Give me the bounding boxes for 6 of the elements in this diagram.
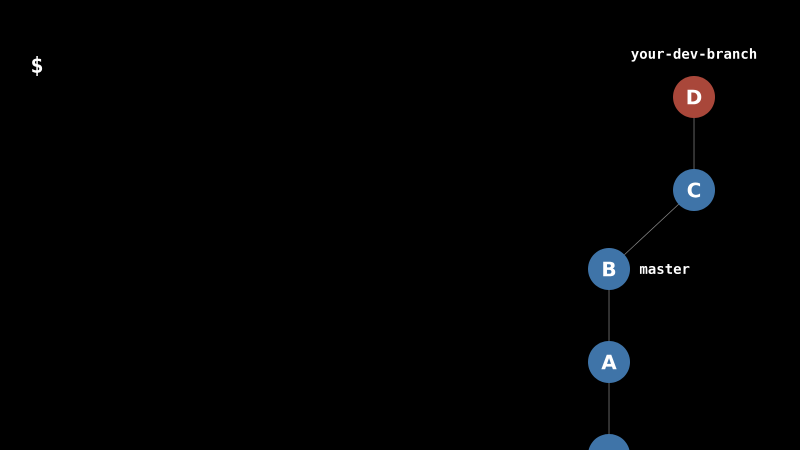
connector-line [608, 382, 610, 434]
connector-line [608, 290, 610, 342]
branch-label: master [640, 264, 690, 274]
connector-line [624, 204, 679, 256]
prompt-symbol: $ [32, 56, 42, 76]
branch-label: your-dev-branch [631, 48, 756, 62]
